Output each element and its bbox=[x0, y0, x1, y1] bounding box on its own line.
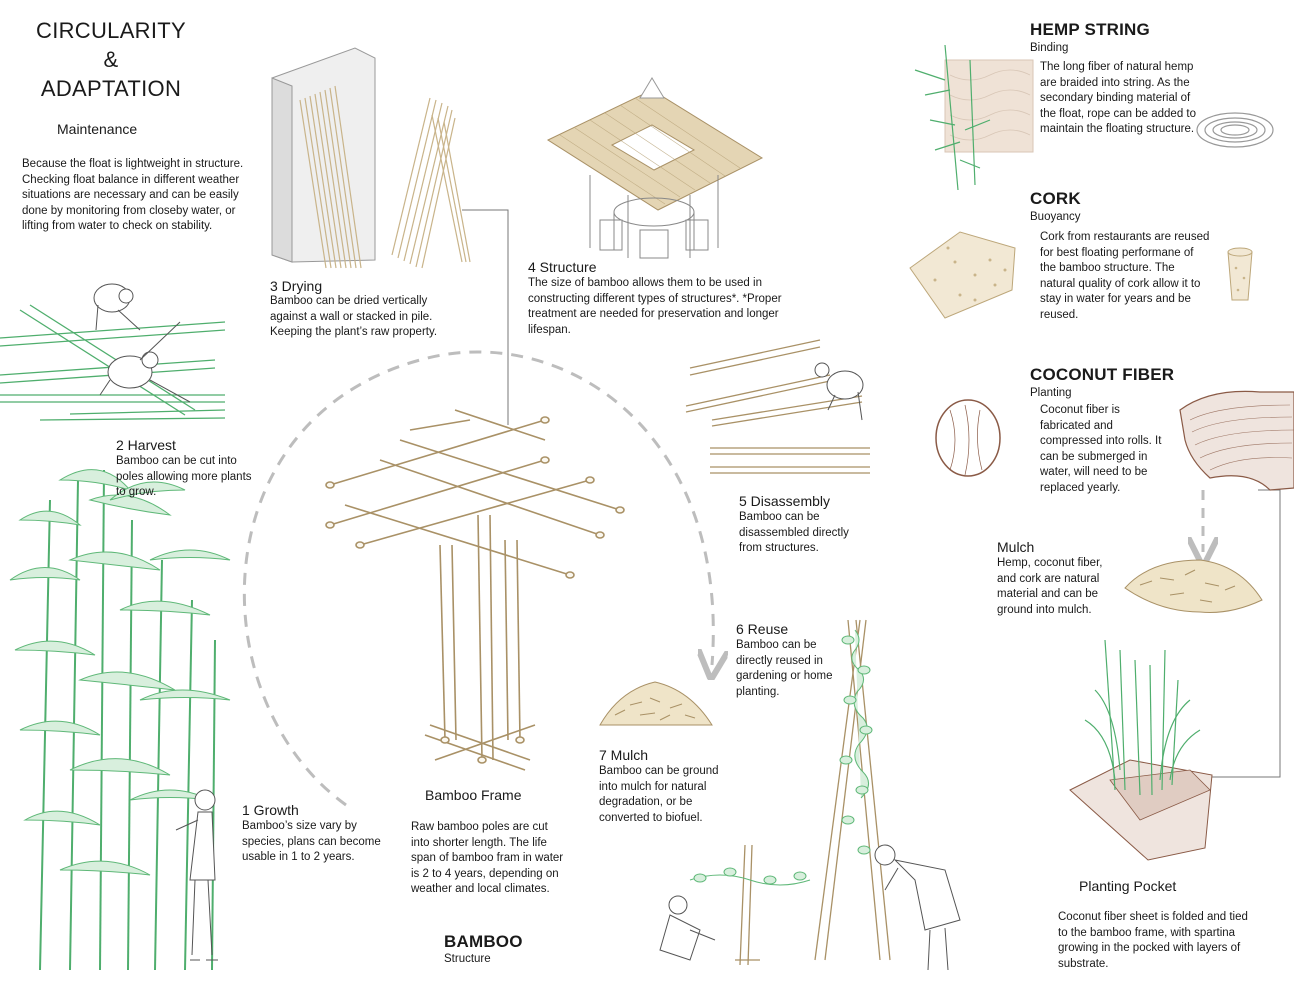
coconut-body: Coconut fiber is fabricated and compress… bbox=[1040, 404, 1162, 494]
structure-heading: 4 Structure bbox=[528, 259, 597, 275]
drying-heading: 3 Drying bbox=[270, 278, 323, 294]
material-mulch-illustration bbox=[1124, 559, 1263, 613]
disassembly-body: Bamboo can be disassembled directly from… bbox=[739, 511, 849, 555]
harvest-workers bbox=[93, 283, 191, 403]
material-mulch-body: Hemp, coconut fiber, and cork are natura… bbox=[997, 557, 1103, 616]
growth-heading: 1 Growth bbox=[242, 802, 299, 818]
coconut-subtitle: Planting bbox=[1030, 387, 1072, 399]
title-line-3: ADAPTATION bbox=[40, 76, 182, 101]
hemp-subtitle: Binding bbox=[1030, 42, 1069, 54]
planting-pocket-body: Coconut fiber sheet is folded and tied t… bbox=[1058, 911, 1248, 970]
title-line-2: & bbox=[103, 47, 119, 72]
maintenance-body: Because the float is lightweight in stru… bbox=[22, 158, 244, 233]
structure-body: The size of bamboo allows them to be use… bbox=[528, 277, 782, 336]
planting-pocket-heading: Planting Pocket bbox=[1079, 878, 1177, 894]
disassembly-illustration bbox=[685, 339, 870, 474]
maintenance-heading: Maintenance bbox=[57, 121, 138, 137]
bamboo-frame-illustration bbox=[325, 409, 625, 771]
diagram-title: CIRCULARITY & ADAPTATION bbox=[30, 16, 192, 103]
harvest-body: Bamboo can be cut into poles allowing mo… bbox=[116, 455, 252, 499]
hemp-body: The long fiber of natural hemp are braid… bbox=[1040, 61, 1197, 136]
cork-subtitle: Buoyancy bbox=[1030, 211, 1081, 223]
structure-illustration bbox=[546, 77, 764, 259]
material-mulch-heading: Mulch bbox=[997, 539, 1035, 555]
bamboo-frame-heading: Bamboo Frame bbox=[425, 787, 522, 803]
coconut-pocket-connector bbox=[1212, 489, 1281, 778]
planting-pocket-illustration bbox=[1069, 639, 1213, 861]
cork-illustration bbox=[909, 231, 1253, 319]
mulch-pile-illustration bbox=[599, 681, 713, 726]
title-line-1: CIRCULARITY bbox=[36, 18, 186, 43]
drying-illustration bbox=[271, 47, 471, 269]
hemp-illustration bbox=[914, 44, 1274, 191]
harvest-illustration bbox=[0, 304, 226, 421]
bamboo-title: BAMBOO bbox=[444, 932, 523, 951]
cork-title: CORK bbox=[1030, 189, 1081, 208]
growth-person bbox=[175, 789, 218, 961]
coconut-title: COCONUT FIBER bbox=[1030, 365, 1175, 384]
growth-bamboo-leaves bbox=[9, 469, 231, 876]
hemp-title: HEMP STRING bbox=[1030, 20, 1150, 39]
disassembly-heading: 5 Disassembly bbox=[739, 493, 831, 509]
reuse-heading: 6 Reuse bbox=[736, 621, 789, 637]
cork-body: Cork from restaurants are reused for bes… bbox=[1040, 231, 1210, 321]
mulch-heading: 7 Mulch bbox=[599, 747, 649, 763]
growth-body: Bamboo’s size vary by species, plans can… bbox=[242, 820, 381, 864]
growth-bamboo-grove bbox=[39, 469, 216, 971]
disassembly-worker bbox=[814, 362, 864, 421]
bamboo-frame-body: Raw bamboo poles are cut into shorter le… bbox=[411, 821, 564, 896]
mulch-body: Bamboo can be ground into mulch for natu… bbox=[599, 765, 719, 824]
reuse-vines bbox=[689, 629, 873, 886]
harvest-heading: 2 Harvest bbox=[116, 437, 176, 453]
reuse-people bbox=[659, 844, 961, 971]
reuse-body: Bamboo can be directly reused in gardeni… bbox=[736, 639, 833, 698]
drying-frame-connector bbox=[462, 209, 509, 425]
bamboo-subtitle: Structure bbox=[444, 953, 491, 965]
drying-body: Bamboo can be dried vertically against a… bbox=[270, 295, 438, 339]
coconut-illustration bbox=[935, 390, 1294, 491]
